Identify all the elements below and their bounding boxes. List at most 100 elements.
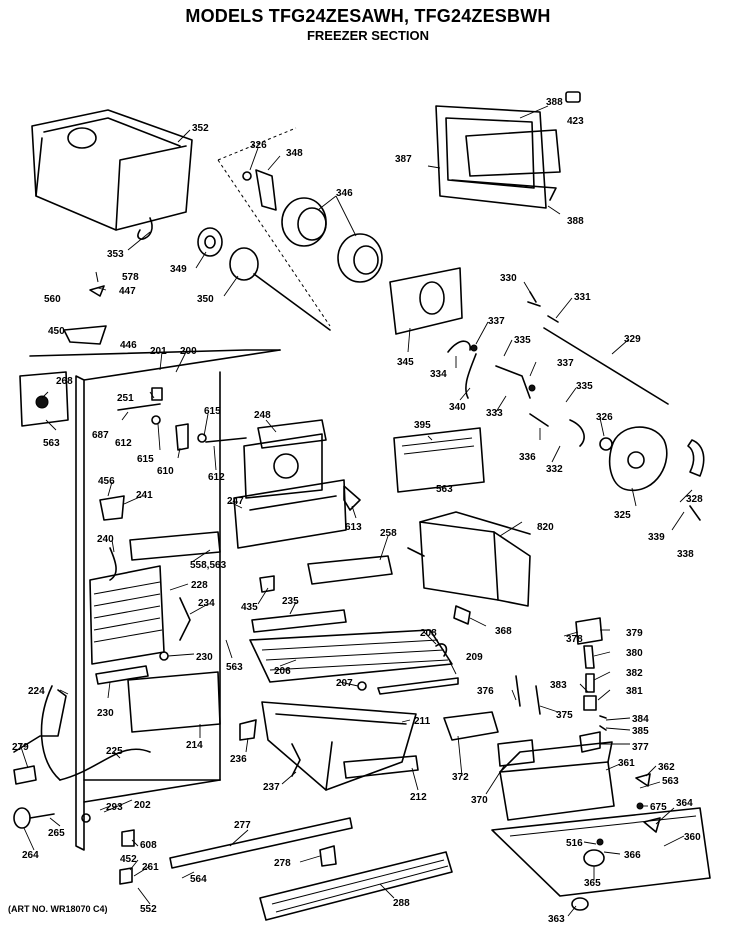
callout-820: 820 <box>537 522 554 533</box>
callout-361: 361 <box>618 758 635 769</box>
callout-365: 365 <box>584 878 601 889</box>
callout-376: 376 <box>477 686 494 697</box>
callout-350: 350 <box>197 294 214 305</box>
callout-380: 380 <box>626 648 643 659</box>
callout-383: 383 <box>550 680 567 691</box>
callout-372: 372 <box>452 772 469 783</box>
callout-206: 206 <box>274 666 291 677</box>
callout-331: 331 <box>574 292 591 303</box>
callout-230: 230 <box>97 708 114 719</box>
callout-387: 387 <box>395 154 412 165</box>
callout-675: 675 <box>650 802 667 813</box>
callout-615: 615 <box>137 454 154 465</box>
callout-368: 368 <box>495 626 512 637</box>
callout-452: 452 <box>120 854 137 865</box>
callout-370: 370 <box>471 795 488 806</box>
callout-610: 610 <box>157 466 174 477</box>
callout-326: 326 <box>250 140 267 151</box>
callout-338: 338 <box>677 549 694 560</box>
callout-208: 208 <box>420 628 437 639</box>
callout-346: 346 <box>336 188 353 199</box>
callout-388: 388 <box>567 216 584 227</box>
callout-552: 552 <box>140 904 157 915</box>
callout-264: 264 <box>22 850 39 861</box>
callout-516: 516 <box>566 838 583 849</box>
callout-335: 335 <box>514 335 531 346</box>
callout-330: 330 <box>500 273 517 284</box>
callout-332: 332 <box>546 464 563 475</box>
callout-558,563: 558,563 <box>190 560 227 571</box>
callout-375: 375 <box>556 710 573 721</box>
callout-288: 288 <box>393 898 410 909</box>
callout-687: 687 <box>92 430 109 441</box>
callout-615: 615 <box>204 406 221 417</box>
callout-261: 261 <box>142 862 159 873</box>
callout-268: 268 <box>56 376 73 387</box>
art-number: (ART NO. WR18070 C4) <box>8 904 108 914</box>
callout-241: 241 <box>136 490 153 501</box>
callout-384: 384 <box>632 714 649 725</box>
callout-381: 381 <box>626 686 643 697</box>
callout-435: 435 <box>241 602 258 613</box>
callout-201: 201 <box>150 346 167 357</box>
callout-337: 337 <box>488 316 505 327</box>
callout-563: 563 <box>43 438 60 449</box>
callout-450: 450 <box>48 326 65 337</box>
callout-326: 326 <box>596 412 613 423</box>
callout-456: 456 <box>98 476 115 487</box>
diagram-title: MODELS TFG24ZESAWH, TFG24ZESBWH <box>185 6 551 26</box>
callout-225: 225 <box>106 746 123 757</box>
callout-608: 608 <box>140 840 157 851</box>
callout-335: 335 <box>576 381 593 392</box>
callout-352: 352 <box>192 123 209 134</box>
callout-337: 337 <box>557 358 574 369</box>
callout-278: 278 <box>274 858 291 869</box>
callout-339: 339 <box>648 532 665 543</box>
callout-379: 379 <box>626 628 643 639</box>
callout-230: 230 <box>196 652 213 663</box>
callout-336: 336 <box>519 452 536 463</box>
callout-353: 353 <box>107 249 124 260</box>
callout-340: 340 <box>449 402 466 413</box>
callout-563: 563 <box>662 776 679 787</box>
leader-lines <box>19 105 693 917</box>
callout-236: 236 <box>230 754 247 765</box>
callout-563: 563 <box>436 484 453 495</box>
callout-214: 214 <box>186 740 203 751</box>
callout-labels: 352 326 348 346 388 423 387 388 353 349 … <box>12 97 703 925</box>
callout-200: 200 <box>180 346 197 357</box>
callout-277: 277 <box>234 820 251 831</box>
callout-578: 578 <box>122 272 139 283</box>
callout-333: 333 <box>486 408 503 419</box>
callout-235: 235 <box>282 596 299 607</box>
callout-258: 258 <box>380 528 397 539</box>
callout-334: 334 <box>430 369 447 380</box>
callout-612: 612 <box>115 438 132 449</box>
diagram-subtitle: FREEZER SECTION <box>306 28 430 43</box>
callout-563: 563 <box>226 662 243 673</box>
callout-378: 378 <box>566 634 583 645</box>
callout-251: 251 <box>117 393 134 404</box>
callout-202: 202 <box>134 800 151 811</box>
callout-265: 265 <box>48 828 65 839</box>
callout-360: 360 <box>684 832 701 843</box>
callout-212: 212 <box>410 792 427 803</box>
callout-366: 366 <box>624 850 641 861</box>
callout-612: 612 <box>208 472 225 483</box>
callout-395: 395 <box>414 420 431 431</box>
callout-234: 234 <box>198 598 215 609</box>
callout-279: 279 <box>12 742 29 753</box>
callout-564: 564 <box>190 874 207 885</box>
callout-388: 388 <box>546 97 563 108</box>
callout-248: 248 <box>254 410 271 421</box>
callout-247: 247 <box>227 496 244 507</box>
callout-364: 364 <box>676 798 693 809</box>
callout-447: 447 <box>119 286 136 297</box>
callout-293: 293 <box>106 802 123 813</box>
callout-385: 385 <box>632 726 649 737</box>
callout-349: 349 <box>170 264 187 275</box>
callout-362: 362 <box>658 762 675 773</box>
callout-209: 209 <box>466 652 483 663</box>
callout-328: 328 <box>686 494 703 505</box>
